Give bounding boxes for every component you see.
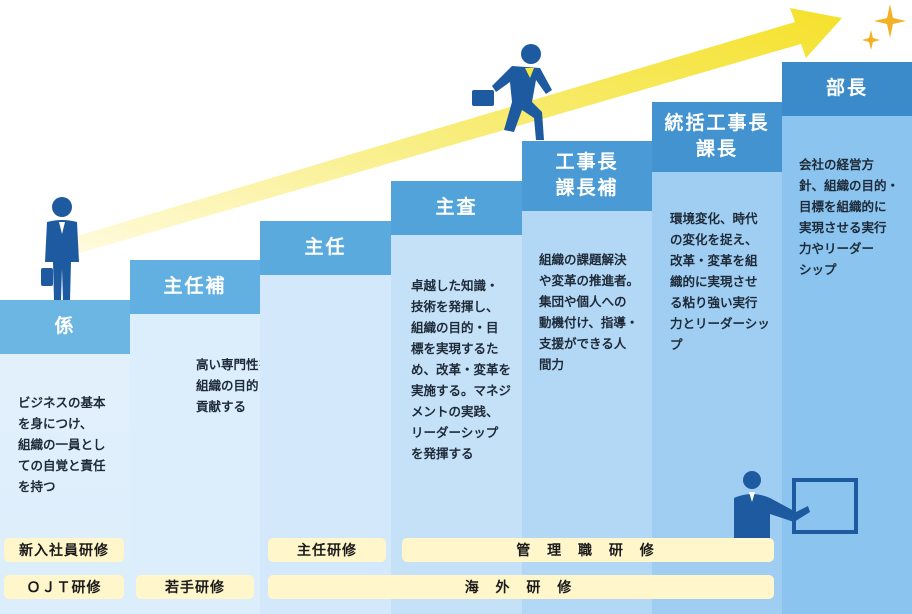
step-title: 主査 (435, 196, 478, 219)
step-header: 部長 (782, 62, 912, 116)
step-header: 主任補 (130, 260, 260, 314)
step-column-shuninho: 主任補 (130, 260, 260, 614)
step-title: 係 (54, 315, 76, 338)
presenter-icon (734, 471, 858, 538)
sparkle-icon (862, 4, 906, 50)
training-overseas: 海 外 研 修 (268, 575, 774, 599)
step-header: 主任 (260, 221, 391, 275)
training-management: 管 理 職 研 修 (402, 538, 774, 562)
standing-businessman-icon (41, 197, 79, 300)
step-title: 部長 (825, 77, 868, 100)
step-column-bucho: 部長 会社の経営方 針、組織の目的・ 目標を組織的に 実現させる実行 力やリーダ… (782, 62, 912, 614)
step-header: 主査 (391, 181, 522, 235)
training-new-employee: 新入社員研修 (4, 538, 124, 562)
step-description: 組織の課題解決 や変革の推進者。 集団や個人への 動機付け、指導・ 支援ができる… (539, 252, 640, 372)
step-header: 統括工事長 課長 (652, 102, 782, 172)
step-description: 卓越した知識・ 技術を発揮し、 組織の目的・目 標を実現するた め、改革・変革を… (411, 278, 512, 461)
running-businessman-icon (472, 44, 552, 140)
step-description: 環境変化、時代 の変化を捉え、 改革・変革を組 織的に実現させ る粘り強い実行 … (670, 211, 770, 352)
step-header: 工事長 課長補 (522, 141, 652, 211)
step-description: 会社の経営方 針、組織の目的・ 目標を組織的に 実現させる実行 力やリーダー シ… (799, 157, 900, 277)
step-title: 統括工事長 課長 (664, 112, 770, 160)
training-young: 若手研修 (136, 575, 254, 599)
step-title: 工事長 課長補 (555, 151, 619, 199)
step-column-kakari: 係 ビジネスの基本 を身につけ、 組織の一員とし ての自覚と責任 を持つ (0, 300, 130, 614)
training-ojt: ＯＪＴ研修 (4, 575, 124, 599)
step-description: ビジネスの基本 を身につけ、 組織の一員とし ての自覚と責任 を持つ (18, 395, 106, 494)
step-title: 主任 (304, 236, 347, 259)
step-title: 主任補 (163, 275, 227, 298)
training-shunin: 主任研修 (268, 538, 386, 562)
step-column-kojicho: 工事長 課長補 組織の課題解決 や変革の推進者。 集団や個人への 動機付け、指導… (522, 141, 652, 614)
step-header: 係 (0, 300, 130, 354)
